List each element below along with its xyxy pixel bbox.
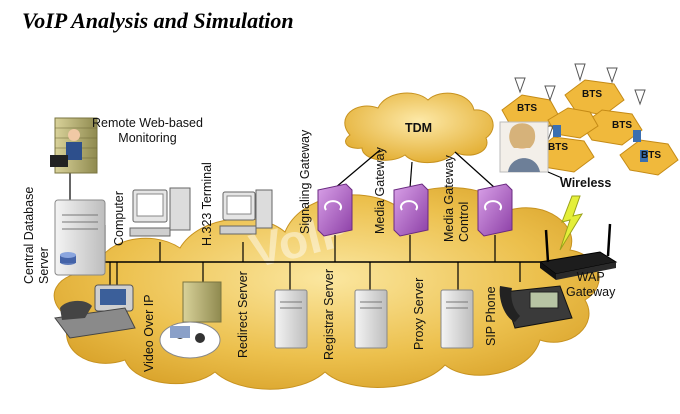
computer-label: Computer	[112, 191, 126, 246]
proxy-server-label: Proxy Server	[412, 277, 426, 350]
registrar-server-icon	[354, 289, 388, 349]
signaling-gateway-icon	[317, 183, 353, 237]
media-gateway-control-icon	[477, 183, 513, 237]
wap-gateway-icon	[538, 223, 618, 280]
redirect-server-icon	[274, 289, 308, 349]
remote-monitoring-label: Remote Web-based Monitoring	[92, 116, 203, 145]
wireless-user-icon	[499, 121, 549, 173]
sip-phone-icon	[499, 285, 573, 329]
bts-label-3: BTS	[612, 120, 632, 131]
bts-label-5: BTS	[641, 150, 661, 161]
proxy-server-icon	[440, 289, 474, 349]
central-db-server-label: Central Database Server	[22, 186, 51, 284]
bts-label-2: BTS	[582, 89, 602, 100]
wireless-link	[547, 171, 563, 179]
video-over-ip-icon	[159, 281, 222, 359]
wap-gateway-label: WAP Gateway	[566, 270, 616, 299]
media-gateway-control-label: Media Gateway Control	[442, 155, 471, 242]
video-phone-icon	[54, 284, 136, 339]
wireless-bolt-icon	[559, 195, 584, 251]
h323-terminal-icon	[219, 189, 273, 235]
wireless-label: Wireless	[560, 176, 612, 190]
bts-label-1: BTS	[517, 103, 537, 114]
video-over-ip-label: Video Over IP	[142, 294, 156, 372]
central-db-server-icon	[54, 199, 106, 276]
tdm-label: TDM	[405, 121, 433, 135]
bts-label-4: BTS	[548, 142, 568, 153]
redirect-server-label: Redirect Server	[236, 271, 250, 358]
tdm-links	[334, 149, 496, 189]
page-title: VoIP Analysis and Simulation	[22, 8, 294, 33]
computer-icon	[129, 187, 191, 237]
signaling-gateway-label: Signaling Gateway	[298, 129, 312, 234]
media-gateway-icon	[393, 183, 429, 237]
sip-phone-label: SIP Phone	[484, 286, 498, 346]
bts-phones	[553, 125, 648, 162]
h323-terminal-label: H.323 Terminal	[200, 162, 214, 246]
media-gateway-label: Media Gateway	[373, 147, 387, 234]
registrar-server-label: Registrar Server	[322, 269, 336, 360]
remote-monitoring-icon	[50, 117, 98, 174]
